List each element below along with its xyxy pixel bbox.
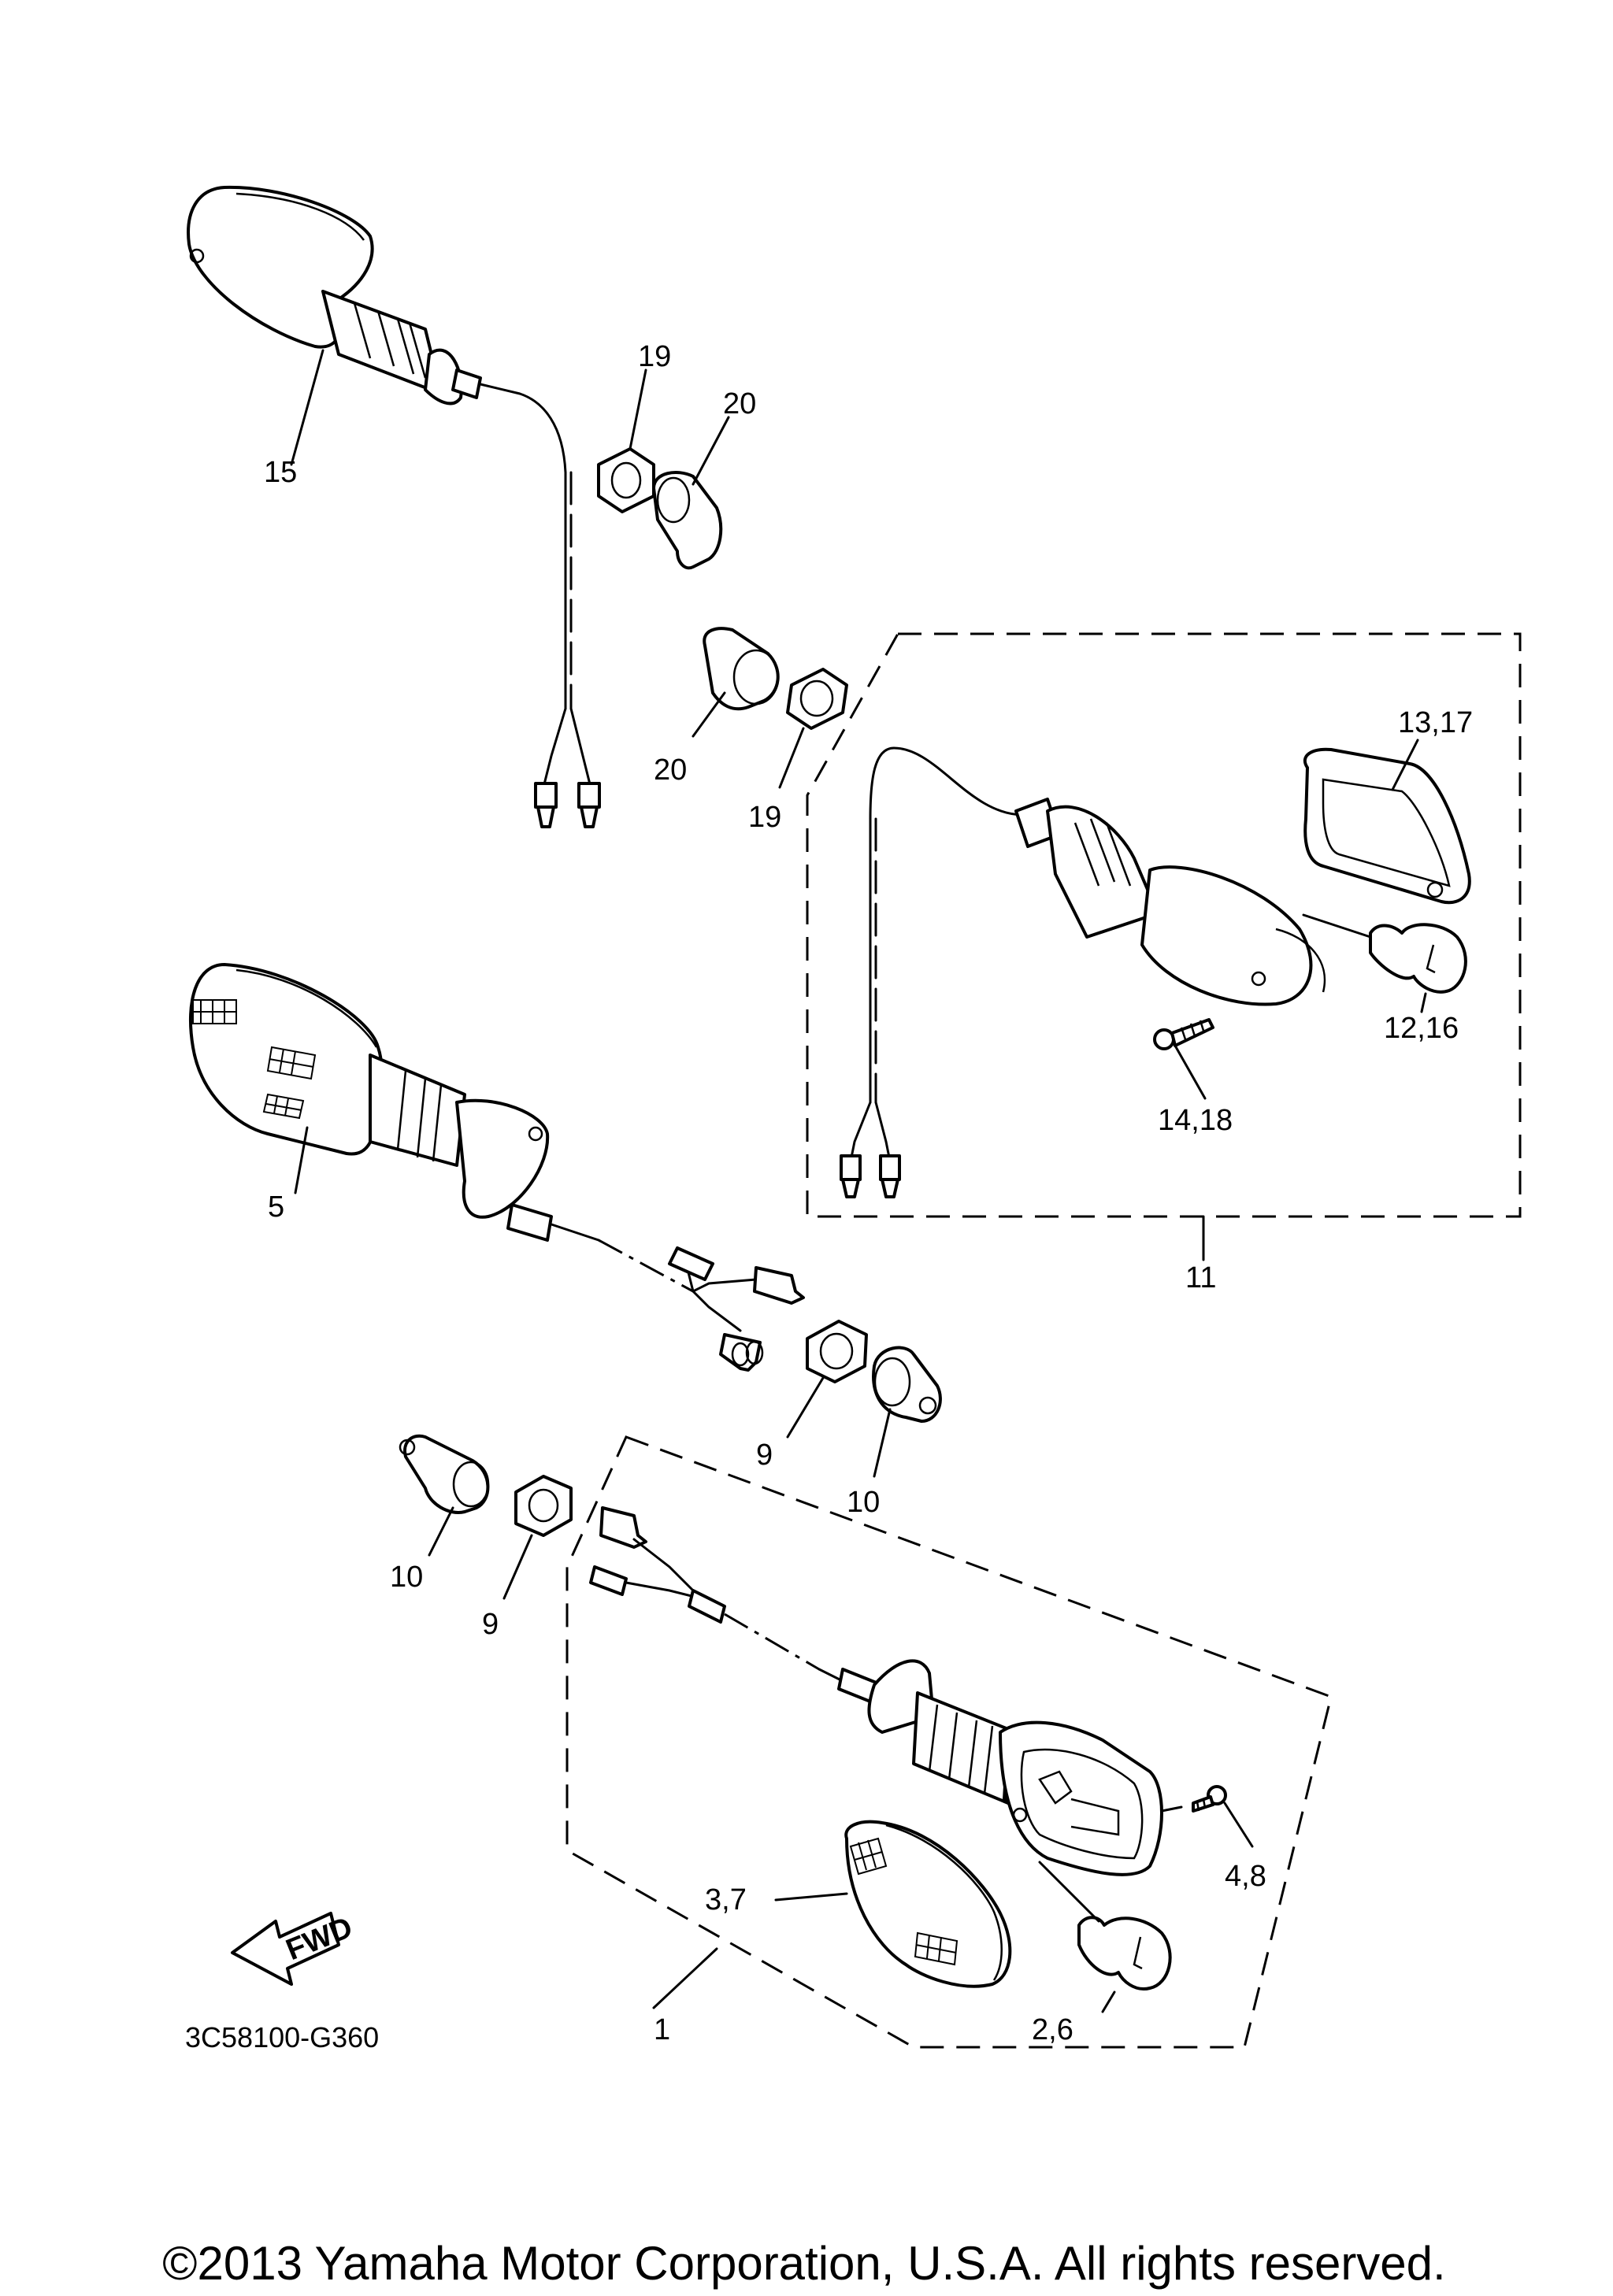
callout-20-middle: 20 xyxy=(654,754,687,787)
callout-1: 1 xyxy=(654,2013,670,2046)
part-14-18-screw: 14,18 xyxy=(1153,1018,1233,1137)
part-20-grommet-upper: 20 xyxy=(652,387,756,570)
diagram-code: 3C58100-G360 xyxy=(185,2021,379,2053)
callout-2-6: 2,6 xyxy=(1032,2013,1073,2046)
assembly-1: 1 4,8 xyxy=(565,1435,1333,2049)
callout-20-upper: 20 xyxy=(723,387,756,420)
part-20-grommet-middle: 20 xyxy=(654,627,780,787)
part-15-flasher: 15 xyxy=(187,185,601,828)
callout-5: 5 xyxy=(268,1191,284,1224)
callout-9-right: 9 xyxy=(756,1439,773,1472)
fwd-arrow-icon: FWD xyxy=(231,1911,357,1986)
part-13-17-lens: 13,17 xyxy=(1303,706,1473,905)
part-3-7-lens: 3,7 xyxy=(705,1820,1012,1988)
copyright-notice: ©2013 Yamaha Motor Corporation, U.S.A. A… xyxy=(162,2237,1445,2290)
callout-19-upper: 19 xyxy=(638,340,671,373)
part-12-16-bulb: 12,16 xyxy=(1302,913,1467,1045)
part-9-nut-right: 9 xyxy=(756,1320,868,1472)
callout-4-8: 4,8 xyxy=(1225,1860,1266,1893)
callout-14-18: 14,18 xyxy=(1158,1104,1233,1137)
part-5-flasher: 5 xyxy=(189,963,805,1372)
callout-19-middle: 19 xyxy=(748,801,781,834)
callout-11: 11 xyxy=(1185,1261,1216,1294)
part-9-nut-left: 9 xyxy=(482,1475,573,1641)
callout-3-7: 3,7 xyxy=(705,1883,747,1916)
callout-10-right: 10 xyxy=(847,1486,880,1519)
callout-13-17: 13,17 xyxy=(1398,706,1473,739)
callout-10-left: 10 xyxy=(390,1561,423,1594)
assembly-11: 11 13,17 12,16 xyxy=(806,632,1522,1294)
callout-9-left: 9 xyxy=(482,1608,499,1641)
part-19-nut-middle: 19 xyxy=(748,668,848,834)
part-2-6-bulb: 2,6 xyxy=(1032,1861,1172,2046)
part-10-grommet-left: 10 xyxy=(390,1434,490,1594)
part-19-nut-upper: 19 xyxy=(597,340,671,513)
part-10-grommet-right: 10 xyxy=(847,1346,942,1519)
callout-12-16: 12,16 xyxy=(1384,1012,1459,1045)
callout-15: 15 xyxy=(264,456,297,489)
part-4-8-screw: 4,8 xyxy=(1160,1785,1266,1893)
